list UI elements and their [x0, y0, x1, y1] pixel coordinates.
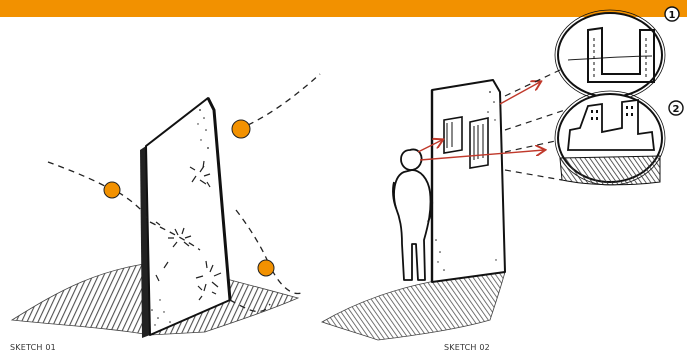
- panel-2: [431, 79, 506, 283]
- detail-circle-1: [554, 9, 666, 101]
- panel-speckles: [151, 109, 209, 326]
- callout-1-label: 1: [669, 10, 676, 21]
- impact-splatters: [155, 160, 222, 301]
- panel-window-2: [469, 117, 489, 169]
- floor-shadow-left: [10, 261, 161, 336]
- floor-shadow-2: [321, 271, 506, 341]
- caption-sketch-01: SKETCH 01: [10, 343, 56, 352]
- callout-2: 2: [668, 100, 684, 116]
- sketch-01: [10, 73, 321, 338]
- sketch-02: 1 2: [321, 6, 684, 341]
- ball-2: [231, 119, 251, 139]
- callout-2-label: 2: [673, 104, 680, 115]
- callout-1: 1: [664, 6, 680, 22]
- projection-lines: [504, 69, 566, 181]
- caption-sketch-02: SKETCH 02: [444, 343, 490, 352]
- ball-3: [257, 259, 275, 277]
- panel-2-speckles: [435, 91, 497, 271]
- person-figure: [392, 148, 434, 281]
- panel-side: [140, 146, 150, 338]
- detail-circle-2: [554, 90, 666, 186]
- ball-1: [103, 181, 121, 199]
- orange-balls: [103, 119, 275, 277]
- ball-trajectories: [47, 73, 321, 313]
- orange-header-bar: [0, 0, 687, 17]
- sight-arrows: [417, 82, 544, 161]
